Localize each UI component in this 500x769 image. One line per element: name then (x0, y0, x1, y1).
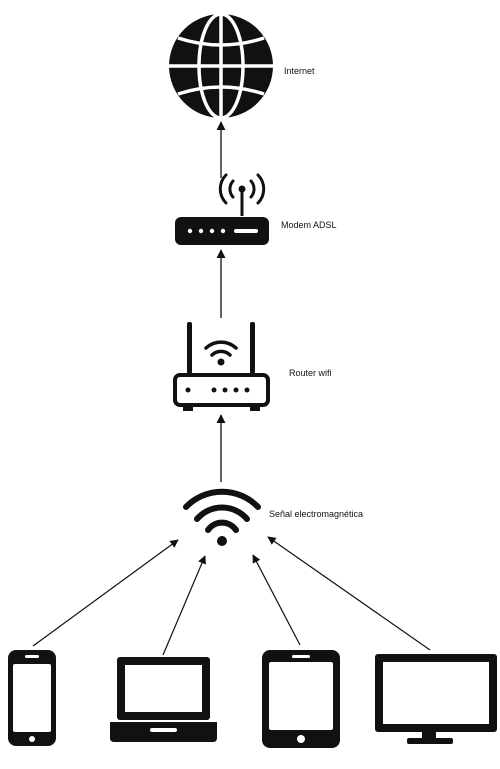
arrow-tablet-to-signal (252, 554, 301, 646)
globe-icon (169, 12, 273, 120)
modem-label: Modem ADSL (281, 220, 337, 230)
tablet-icon (262, 650, 340, 748)
monitor-icon (375, 654, 497, 744)
smartphone-icon (8, 650, 56, 746)
router-icon (173, 322, 270, 411)
internet-label: Internet (284, 66, 315, 76)
router-label: Router wifi (289, 368, 332, 378)
arrow-monitor-to-signal (267, 536, 431, 651)
modem-icon (175, 173, 269, 245)
arrow-phone-to-signal (32, 539, 179, 647)
wifi-signal-icon (183, 488, 261, 546)
arrow-laptop-to-signal (162, 555, 206, 656)
laptop-icon (110, 657, 217, 742)
signal-label: Señal electromagnética (269, 509, 364, 519)
